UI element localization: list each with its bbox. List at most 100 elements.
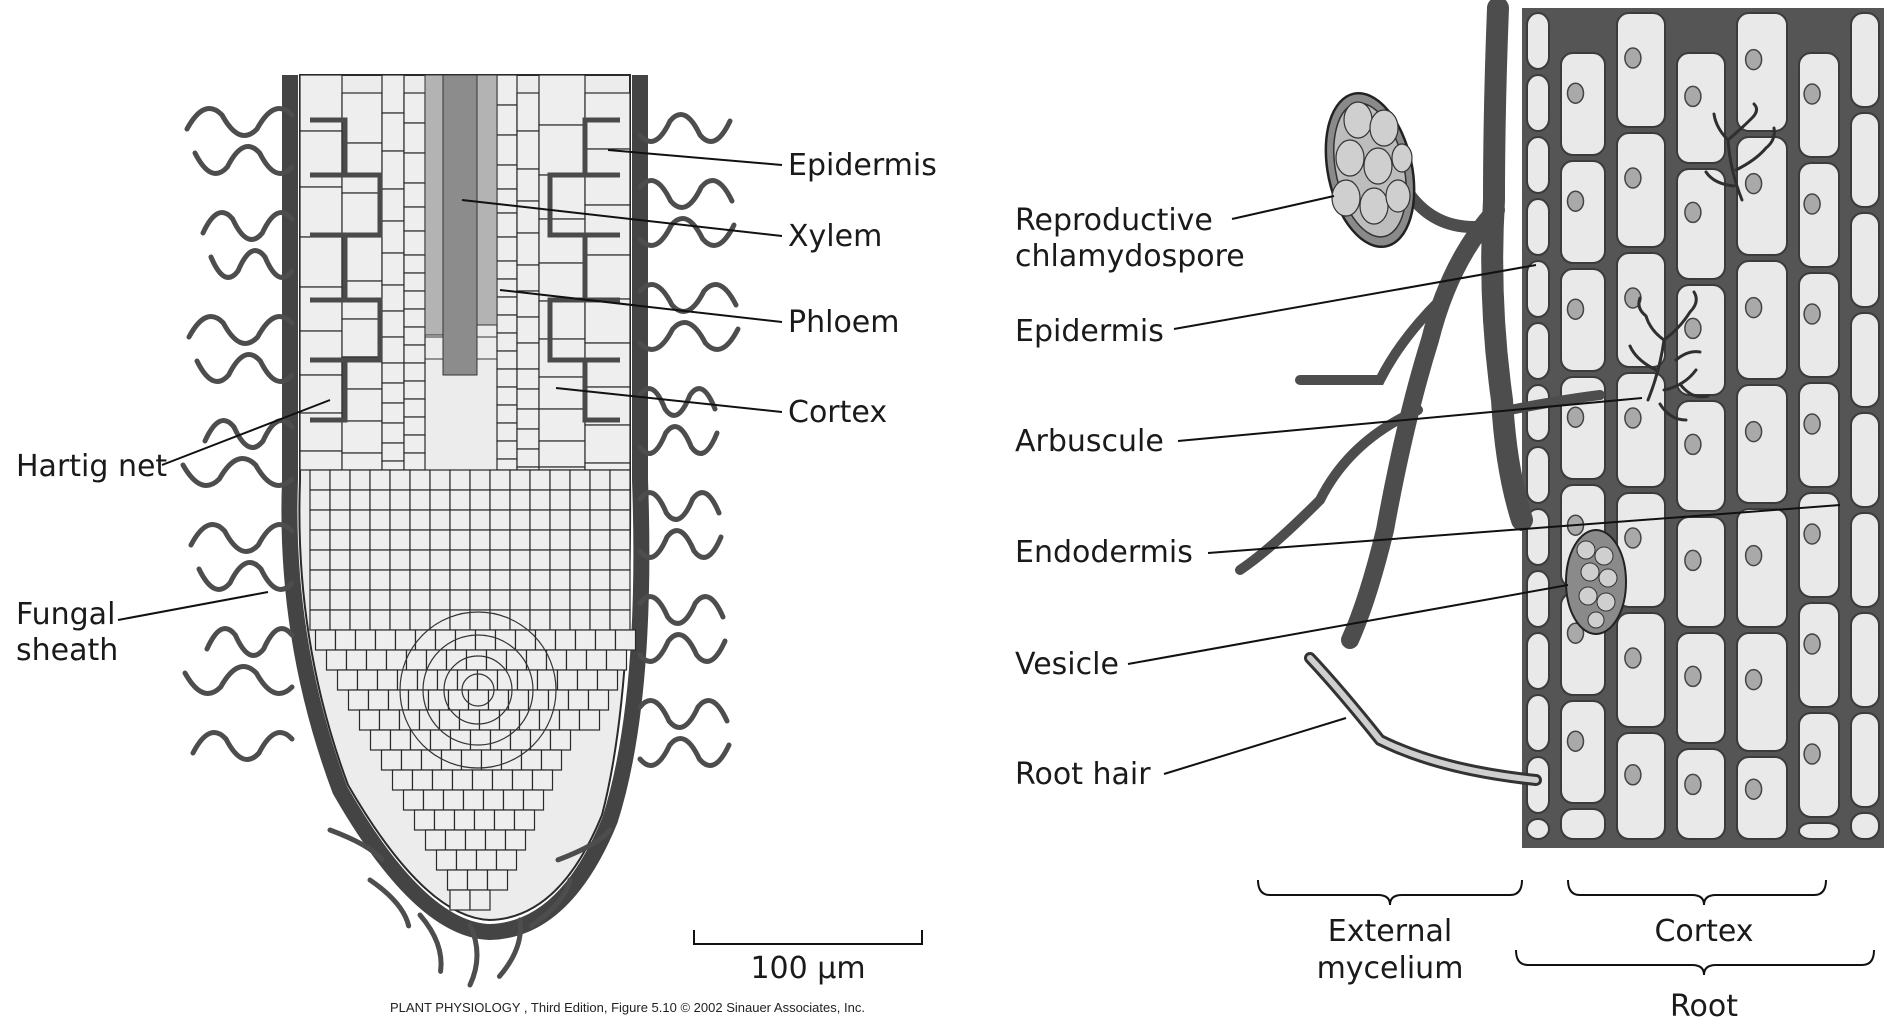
meristem-cell xyxy=(590,530,610,550)
meristem-cell xyxy=(467,650,487,670)
external-hypha xyxy=(183,459,292,486)
meristem-cell xyxy=(510,530,530,550)
nucleus xyxy=(1625,48,1641,68)
meristem-cell xyxy=(533,770,553,790)
meristem-cell xyxy=(310,510,330,530)
cortex-cell xyxy=(497,387,517,405)
meristem-cell xyxy=(430,490,450,510)
cortex-cell xyxy=(1617,133,1665,247)
meristem-cell xyxy=(350,570,370,590)
meristem-cell xyxy=(470,570,490,590)
meristem-cell xyxy=(410,550,430,570)
meristem-cell xyxy=(410,510,430,530)
cortex-cell xyxy=(1799,713,1839,817)
label-epidermis-left: Epidermis xyxy=(788,148,937,183)
nucleus xyxy=(1568,83,1584,103)
meristem-cell xyxy=(451,730,471,750)
meristem-cell xyxy=(450,510,470,530)
meristem-cell xyxy=(370,490,390,510)
meristem-cell xyxy=(455,810,475,830)
vesicle xyxy=(1566,530,1626,634)
meristem-cell xyxy=(310,470,330,490)
nucleus xyxy=(1685,666,1701,686)
meristem-cell xyxy=(510,510,530,530)
nucleus xyxy=(1625,168,1641,188)
cortex-cell xyxy=(382,285,404,311)
label-cortex-right: Cortex xyxy=(1654,914,1753,949)
cortex-cell xyxy=(382,75,404,113)
meristem-cell xyxy=(316,630,336,650)
meristem-cell xyxy=(436,630,456,650)
cortex-cells xyxy=(1527,13,1879,839)
meristem-cell xyxy=(350,550,370,570)
nucleus xyxy=(1685,86,1701,106)
meristem-cell xyxy=(390,510,410,530)
meristem-cell xyxy=(370,610,390,630)
meristem-cell xyxy=(524,790,544,810)
cortex-cell xyxy=(1527,261,1549,317)
meristem-cell xyxy=(550,590,570,610)
meristem-cell xyxy=(610,570,630,590)
meristem-cell xyxy=(480,710,500,730)
nucleus xyxy=(1568,407,1584,427)
external-hypha xyxy=(640,597,723,624)
cortex-cell xyxy=(1677,633,1725,743)
nucleus xyxy=(1804,194,1820,214)
cortex-cell xyxy=(300,287,342,331)
cortex-cell xyxy=(300,451,342,470)
nucleus xyxy=(1804,634,1820,654)
meristem-cell xyxy=(530,530,550,550)
meristem-cell xyxy=(484,790,504,810)
meristem-cell xyxy=(393,770,413,790)
meristem-cell xyxy=(430,470,450,490)
label-reproductive: Reproductive xyxy=(1015,203,1213,238)
external-hypha xyxy=(187,109,292,136)
cortex-cell xyxy=(1851,413,1879,507)
cortex-cell xyxy=(404,309,425,327)
meristem-cell xyxy=(469,690,489,710)
cortex-cell xyxy=(539,219,585,263)
label-phloem: Phloem xyxy=(788,305,899,340)
meristem-cell xyxy=(550,550,570,570)
cortex-cell xyxy=(382,363,404,383)
label-external: External xyxy=(1328,914,1452,949)
cortex-cell xyxy=(300,187,342,237)
meristem-cell xyxy=(490,530,510,550)
meristem-cell xyxy=(450,550,470,570)
cortex-cell xyxy=(342,389,382,421)
meristem-cell xyxy=(350,490,370,510)
nucleus xyxy=(1568,191,1584,211)
meristem-cell xyxy=(550,570,570,590)
label-sheath: sheath xyxy=(16,633,118,668)
meristem-cell xyxy=(570,570,590,590)
external-hypha xyxy=(199,563,292,590)
meristem-cell xyxy=(376,630,396,650)
cortex-cell xyxy=(1527,199,1549,255)
nucleus xyxy=(1804,304,1820,324)
cortex-cell xyxy=(585,463,630,470)
meristem-cell xyxy=(390,570,410,590)
meristem-cell xyxy=(550,530,570,550)
meristem-cell xyxy=(527,650,547,670)
meristem-cell xyxy=(470,890,490,910)
meristem-cell xyxy=(510,490,530,510)
cortex-cell xyxy=(585,255,630,299)
meristem-cell xyxy=(330,570,350,590)
meristem-cell xyxy=(590,490,610,510)
meristem-cell xyxy=(347,650,367,670)
cortex-cell xyxy=(382,189,404,221)
external-hypha xyxy=(197,355,292,382)
cortex-cell xyxy=(1527,137,1549,193)
cortex-cell xyxy=(517,169,539,201)
meristem-cell xyxy=(518,670,538,690)
nucleus xyxy=(1804,84,1820,104)
meristem-cell xyxy=(410,530,430,550)
label-fungal: Fungal xyxy=(16,597,115,632)
cortex-cell xyxy=(517,317,539,343)
meristem-cell xyxy=(560,710,580,730)
cortex-cell xyxy=(517,233,539,265)
nucleus xyxy=(1685,550,1701,570)
meristem-cell xyxy=(504,790,524,810)
meristem-cell xyxy=(350,470,370,490)
